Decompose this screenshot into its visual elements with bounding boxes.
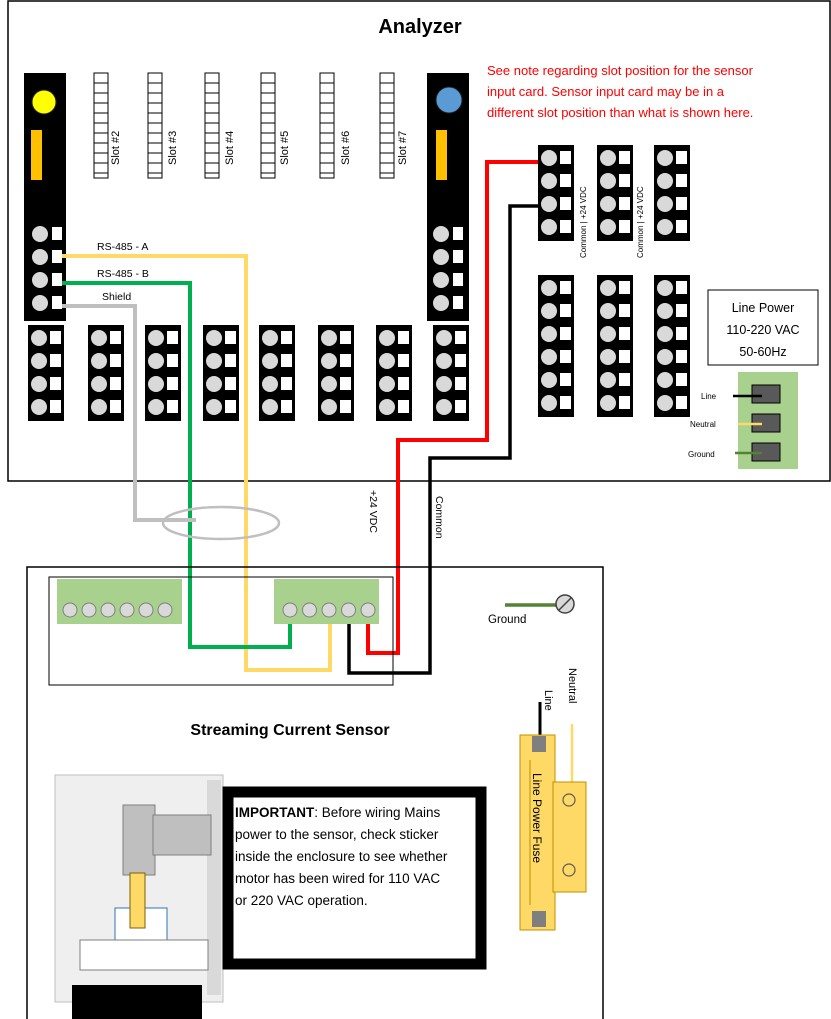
- empty-slot-connector: [379, 72, 395, 179]
- cable-label-common: Common: [433, 496, 445, 539]
- slot-label: Slot #6: [340, 131, 352, 165]
- cable-label-24vdc: +24 VDC: [367, 490, 379, 533]
- slot-note-line-2: input card. Sensor input card may be in …: [487, 84, 725, 99]
- signal-label-shield: Shield: [102, 291, 131, 303]
- empty-slot-connector: [147, 72, 163, 179]
- ps-terminal-block: [597, 145, 633, 241]
- wire-shield: [62, 304, 196, 522]
- empty-slot-connectors: [93, 72, 395, 179]
- empty-slot-connector: [260, 72, 276, 179]
- important-text: : Before wiring Mains power to the senso…: [235, 805, 448, 908]
- sensor-connector-left: [57, 579, 182, 624]
- ps-terminal-block: [654, 275, 690, 417]
- cable-jacket-ring: [161, 505, 281, 541]
- slot-note-line-1: See note regarding slot position for the…: [487, 63, 754, 78]
- power-terminal-neutral-label: Neutral: [690, 420, 716, 429]
- terminal-block: [88, 325, 124, 421]
- slot-label: Slot #1: [53, 131, 65, 165]
- fuse-label: Line Power Fuse: [530, 773, 544, 863]
- signal-label-rs485-b: RS-485 - B: [97, 268, 149, 280]
- sensor-title: Streaming Current Sensor: [190, 722, 389, 739]
- slot-note: See note regarding slot position for the…: [487, 63, 754, 120]
- analyzer-title: Analyzer: [378, 16, 462, 38]
- wires: [62, 160, 538, 675]
- empty-slot-connector: [93, 72, 109, 179]
- terminal-block: [259, 325, 295, 421]
- slot-8-led: [435, 86, 463, 114]
- line-power-line-3: 50-60Hz: [739, 345, 786, 359]
- ps-terminal-label-2: Common | +24 VDC: [636, 186, 645, 258]
- terminal-block: [203, 325, 239, 421]
- line-power-line-2: 110-220 VAC: [726, 323, 799, 337]
- terminal-block: [433, 325, 469, 421]
- line-power-box: [707, 289, 819, 366]
- important-note: IMPORTANT: Before wiring Mains power to …: [235, 802, 453, 952]
- important-note-box: [222, 786, 487, 970]
- fuse-assembly: [519, 702, 587, 931]
- slot-label: Slot #7: [397, 131, 409, 165]
- wire-rs485-a: [62, 254, 332, 672]
- slot-note-line-3: different slot position than what is sho…: [487, 105, 753, 120]
- slot-label: Slot #8: [454, 131, 466, 165]
- wire-rs485-b: [62, 281, 292, 649]
- fuse-line-label: Line: [542, 690, 554, 711]
- slot-label: Slot #2: [110, 131, 122, 165]
- terminal-block: [318, 325, 354, 421]
- power-terminal-ground-label: Ground: [688, 450, 715, 459]
- motor-illustration: [54, 774, 224, 1019]
- empty-slot-connector: [204, 72, 220, 179]
- power-terminal-block: [733, 372, 798, 469]
- slot-label: Slot #4: [224, 131, 236, 165]
- ps-terminal-label-1: Common | +24 VDC: [579, 186, 588, 258]
- power-supply-terminals: [538, 145, 690, 417]
- bottom-terminal-blocks: [28, 325, 469, 421]
- slot-8-card: [427, 73, 469, 321]
- ps-terminal-block: [538, 275, 574, 417]
- power-terminal-line-label: Line: [701, 392, 717, 401]
- slot-1-led: [31, 89, 57, 115]
- ps-terminal-block: [597, 275, 633, 417]
- ps-terminal-block: [538, 145, 574, 241]
- ps-terminal-block: [654, 145, 690, 241]
- important-title: IMPORTANT: [235, 805, 315, 820]
- terminal-block: [28, 325, 64, 421]
- sensor-enclosure: [26, 566, 604, 1019]
- empty-slot-connector: [319, 72, 335, 179]
- slot-1-card: [24, 73, 66, 321]
- wire-24vdc: [366, 160, 538, 655]
- sensor-board: [48, 576, 394, 686]
- wire-common: [347, 204, 538, 675]
- terminal-block: [376, 325, 412, 421]
- fuse-neutral-label: Neutral: [566, 668, 578, 703]
- slot-labels: Slot #1 Slot #2 Slot #3 Slot #4 Slot #5 …: [53, 131, 466, 165]
- sensor-connector-pins: [62, 602, 376, 618]
- slot-label: Slot #5: [279, 131, 291, 165]
- line-power-line-1: Line Power: [732, 301, 795, 315]
- signal-label-rs485-a: RS-485 - A: [97, 241, 148, 253]
- sensor-ground-label: Ground: [488, 614, 526, 626]
- slot-label: Slot #3: [167, 131, 179, 165]
- terminal-block: [145, 325, 181, 421]
